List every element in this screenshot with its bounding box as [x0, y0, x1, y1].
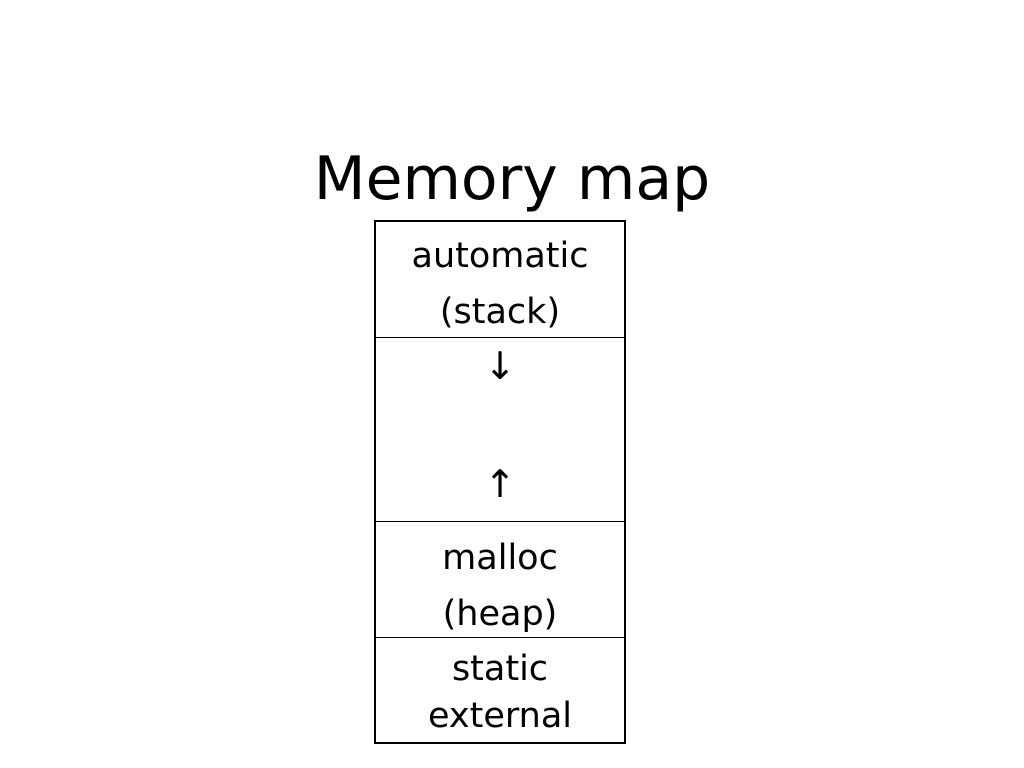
stack-region: automatic (stack) [376, 222, 624, 338]
heap-region: malloc (heap) [376, 522, 624, 638]
heap-region-label: malloc [442, 538, 558, 578]
stack-region-sublabel: (stack) [439, 292, 561, 332]
arrow-down-icon: ↓ [484, 344, 516, 388]
static-region: static external [376, 638, 624, 742]
arrow-up-icon: ↑ [484, 462, 516, 506]
heap-region-sublabel: (heap) [442, 594, 558, 634]
static-region-label: static [451, 649, 549, 689]
stack-region-label: automatic [411, 236, 589, 276]
free-space-region: ↓ ↑ [376, 338, 624, 522]
memory-map-diagram: automatic (stack) ↓ ↑ malloc (heap) stat… [374, 220, 626, 744]
static-region-sublabel: external [427, 696, 573, 736]
slide-title: Memory map [313, 144, 711, 215]
